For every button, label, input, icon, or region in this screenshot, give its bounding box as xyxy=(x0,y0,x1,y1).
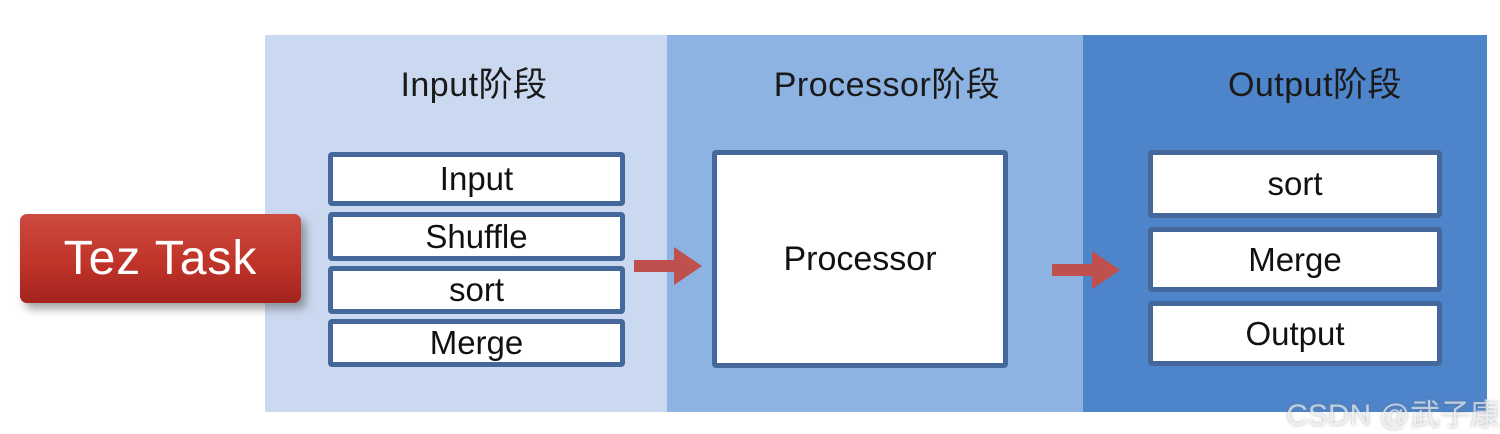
csdn-watermark: CSDN @武子康 xyxy=(1286,399,1500,432)
panel-processor-stage: Processor阶段 Processor xyxy=(667,35,1083,412)
tez-task-badge-label: Tez Task xyxy=(63,232,258,285)
step-output: Output xyxy=(1148,301,1442,366)
panel-input-stage: Input阶段 Input Shuffle sort Merge xyxy=(265,35,667,412)
step-input: Input xyxy=(328,152,625,206)
step-output-label: Output xyxy=(1245,314,1345,352)
panel-output-title: Output阶段 xyxy=(1227,66,1403,104)
panel-input-title: Input阶段 xyxy=(400,66,548,104)
step-processor: Processor xyxy=(712,150,1008,368)
step-merge-output-label: Merge xyxy=(1248,240,1342,278)
step-input-label: Input xyxy=(439,160,514,197)
arrow-right-icon xyxy=(634,247,702,285)
step-shuffle: Shuffle xyxy=(328,212,625,261)
arrow-right-icon xyxy=(1052,251,1120,289)
step-shuffle-label: Shuffle xyxy=(425,217,528,255)
step-sort-input-label: sort xyxy=(448,271,504,308)
step-sort-output: sort xyxy=(1148,150,1442,218)
step-merge-input: Merge xyxy=(328,319,625,367)
panel-output-stage: Output阶段 sort Merge Output xyxy=(1083,35,1487,412)
step-merge-input-label: Merge xyxy=(429,324,524,361)
step-merge-output: Merge xyxy=(1148,227,1442,292)
panel-processor-title: Processor阶段 xyxy=(773,66,1001,104)
tez-task-badge: Tez Task xyxy=(20,214,301,303)
step-processor-label: Processor xyxy=(783,239,937,278)
step-sort-input: sort xyxy=(328,266,625,314)
step-sort-output-label: sort xyxy=(1267,165,1323,202)
